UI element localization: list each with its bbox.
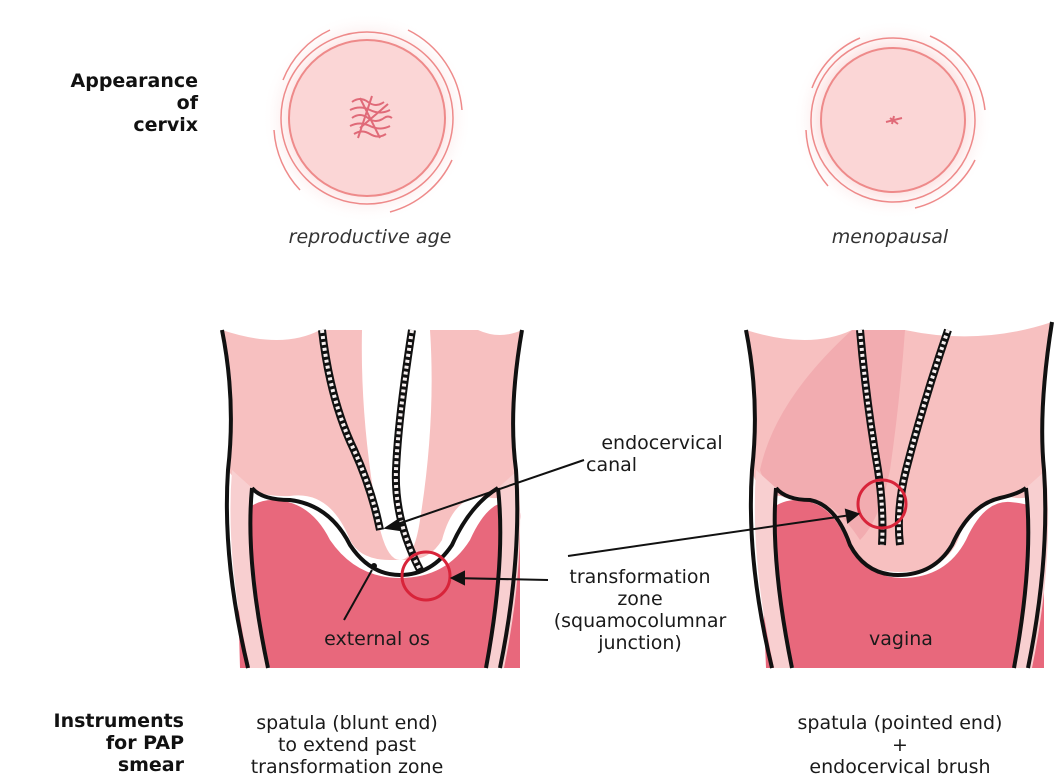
instr-right-line-2: + (760, 734, 1040, 756)
instr-left-line-2: to extend past (222, 734, 472, 756)
instr-right-line-1: spatula (pointed end) (760, 712, 1040, 734)
appearance-line-1: Appearance (20, 70, 198, 92)
instruments-line-2: for PAP (6, 732, 184, 754)
cervix-reproductive-face (262, 13, 472, 223)
instruments-left: spatula (blunt end) to extend past trans… (222, 712, 472, 778)
tz-line-4: junction) (540, 632, 740, 654)
instruments-right: spatula (pointed end) + endocervical bru… (760, 712, 1040, 778)
endocervical-line-1: endocervical (572, 432, 752, 454)
instr-right-line-3: endocervical brush (760, 756, 1040, 778)
instruments-label: Instruments for PAP smear (6, 710, 184, 776)
tz-line-1: transformation (540, 566, 740, 588)
cervix-reproductive-section (222, 330, 522, 668)
caption-reproductive-age: reproductive age (250, 226, 490, 248)
appearance-line-3: cervix (20, 114, 198, 136)
instruments-line-3: smear (6, 754, 184, 776)
cervix-menopausal-face (793, 20, 993, 220)
appearance-of-cervix-label: Appearance of cervix (20, 70, 198, 136)
endocervical-canal-label: endocervical canal (572, 432, 752, 476)
tz-line-2: zone (540, 588, 740, 610)
external-os-label: external os (292, 628, 462, 650)
instr-left-line-3: transformation zone (222, 756, 472, 778)
endocervical-line-2: canal (572, 454, 752, 476)
tz-line-3: (squamocolumnar (540, 610, 740, 632)
cervix-menopausal-section (746, 322, 1052, 668)
vagina-label: vagina (846, 628, 956, 650)
caption-menopausal: menopausal (790, 226, 990, 248)
transformation-zone-label: transformation zone (squamocolumnar junc… (540, 566, 740, 654)
instr-left-line-1: spatula (blunt end) (222, 712, 472, 734)
instruments-line-1: Instruments (6, 710, 184, 732)
appearance-line-2: of (20, 92, 198, 114)
